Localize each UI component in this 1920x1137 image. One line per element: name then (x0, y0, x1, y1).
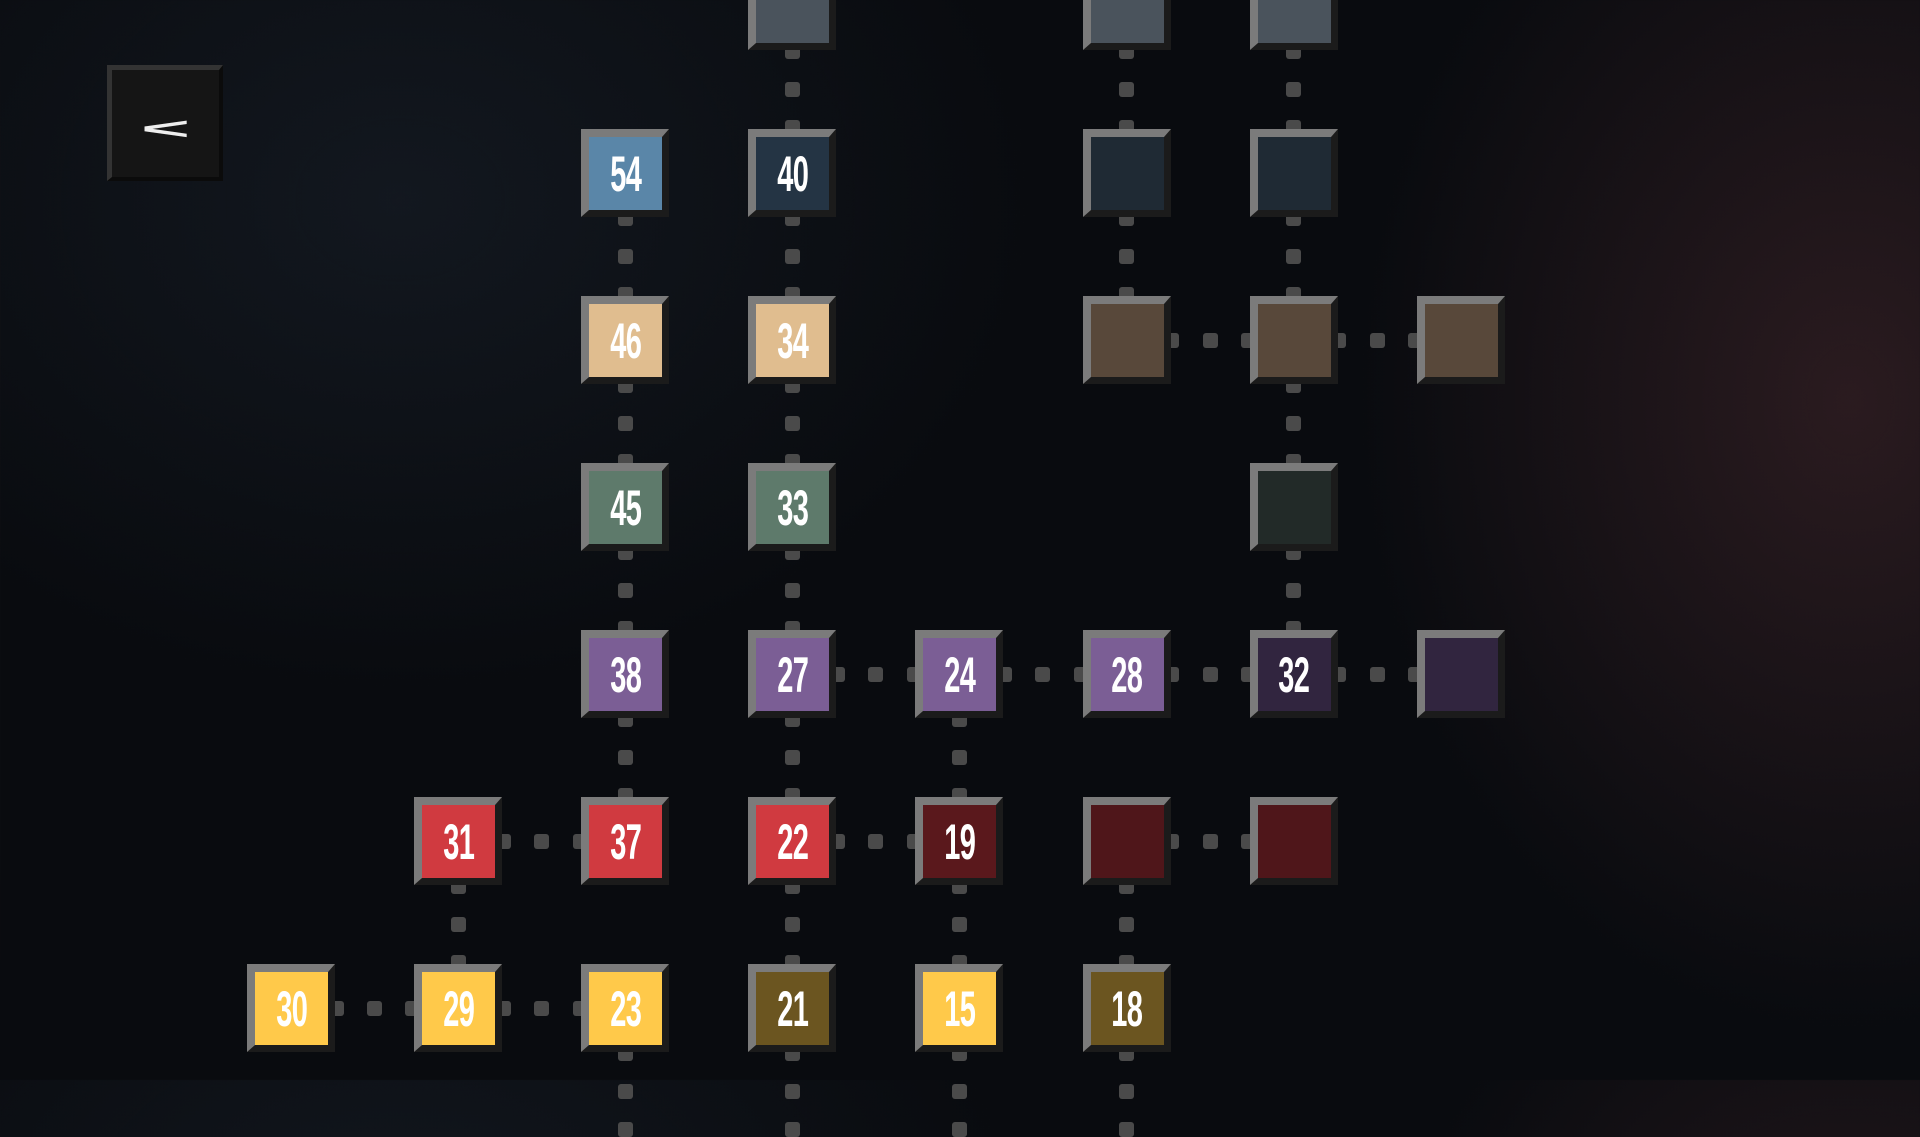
level-tile[interactable]: 24 (915, 630, 1004, 718)
locked-level-tile[interactable] (1416, 296, 1505, 384)
level-tile[interactable]: 45 (581, 463, 670, 551)
level-tile[interactable]: 37 (581, 797, 670, 885)
path-connector-dot (1119, 249, 1134, 264)
path-connector-dot (1286, 416, 1302, 431)
level-tile[interactable]: 29 (414, 964, 503, 1052)
level-tile[interactable]: 46 (581, 296, 670, 384)
level-tile[interactable]: 21 (748, 964, 837, 1052)
locked-level-tile[interactable] (1249, 797, 1338, 885)
level-number: 54 (610, 145, 642, 202)
level-number: 30 (275, 980, 308, 1037)
path-connector-dot (951, 1122, 967, 1137)
path-connector-dot (1286, 82, 1302, 97)
level-number: 21 (777, 980, 809, 1037)
locked-level-tile[interactable] (1416, 630, 1505, 718)
locked-level-tile[interactable] (1082, 296, 1171, 384)
level-tile[interactable]: 33 (748, 463, 837, 551)
path-connector-dot (617, 1084, 633, 1099)
path-connector-dot (1286, 583, 1302, 598)
locked-level-tile[interactable] (1249, 296, 1338, 384)
locked-level-tile[interactable] (1082, 0, 1171, 50)
locked-level-tile[interactable] (1082, 129, 1171, 217)
path-connector-dot (1202, 666, 1218, 682)
level-tile[interactable]: 40 (748, 129, 837, 217)
path-connector-dot (784, 1122, 800, 1137)
path-connector-dot (868, 833, 884, 849)
level-tile[interactable]: 18 (1082, 964, 1171, 1052)
level-number: 38 (610, 646, 642, 703)
level-tile[interactable]: 19 (915, 797, 1004, 885)
path-connector-dot (868, 666, 884, 682)
level-number: 15 (944, 980, 976, 1037)
path-connector-dot (951, 917, 967, 932)
level-number: 22 (777, 813, 809, 870)
level-number: 23 (610, 980, 642, 1037)
level-number: 18 (1111, 980, 1143, 1037)
level-tile[interactable]: 32 (1249, 630, 1338, 718)
back-arrow-icon: < (140, 111, 191, 146)
level-tile[interactable]: 22 (748, 797, 837, 885)
path-connector-dot (951, 750, 967, 765)
path-connector-dot (1286, 249, 1302, 264)
level-tile[interactable]: 54 (581, 129, 670, 217)
level-tile[interactable]: 15 (915, 964, 1004, 1052)
level-tile[interactable]: 27 (748, 630, 837, 718)
level-number: 32 (1278, 646, 1311, 703)
locked-level-tile[interactable] (1249, 0, 1338, 50)
level-tile[interactable]: 31 (414, 797, 503, 885)
path-connector-dot (784, 917, 800, 932)
level-number: 27 (777, 646, 809, 703)
path-connector-dot (784, 82, 800, 97)
level-number: 31 (443, 813, 475, 870)
path-connector-dot (617, 1122, 633, 1137)
path-connector-dot (1119, 1084, 1134, 1099)
level-number: 34 (777, 312, 809, 369)
path-connector-dot (1119, 82, 1134, 97)
level-tile[interactable]: 28 (1082, 630, 1171, 718)
back-button[interactable]: < (107, 65, 223, 181)
path-connector-dot (784, 416, 800, 431)
path-connector-dot (951, 1084, 967, 1099)
level-tile[interactable]: 30 (247, 964, 335, 1052)
level-number: 46 (610, 312, 642, 369)
path-connector-dot (367, 1000, 383, 1016)
locked-level-tile[interactable] (1082, 797, 1171, 885)
path-connector-dot (1119, 1122, 1134, 1137)
path-connector-dot (617, 249, 633, 264)
path-connector-dot (450, 917, 466, 932)
path-connector-dot (1202, 332, 1218, 348)
level-tile[interactable]: 38 (581, 630, 670, 718)
locked-level-tile[interactable] (1249, 129, 1338, 217)
level-number: 28 (1111, 646, 1143, 703)
path-connector-dot (1119, 917, 1134, 932)
level-number: 24 (944, 646, 976, 703)
path-connector-dot (534, 833, 550, 849)
path-connector-dot (784, 1084, 800, 1099)
locked-level-tile[interactable] (1249, 463, 1338, 551)
level-tile[interactable]: 23 (581, 964, 670, 1052)
level-number: 40 (777, 145, 809, 202)
level-number: 37 (610, 813, 642, 870)
path-connector-dot (1369, 666, 1385, 682)
path-connector-dot (784, 583, 800, 598)
path-connector-dot (617, 416, 633, 431)
locked-level-tile[interactable] (748, 0, 837, 50)
level-tile[interactable]: 34 (748, 296, 837, 384)
path-connector-dot (534, 1000, 550, 1016)
level-number: 19 (944, 813, 976, 870)
path-connector-dot (1202, 833, 1218, 849)
path-connector-dot (1369, 332, 1385, 348)
level-number: 45 (610, 479, 642, 536)
level-number: 33 (777, 479, 809, 536)
path-connector-dot (784, 750, 800, 765)
path-connector-dot (617, 750, 633, 765)
path-connector-dot (1035, 666, 1051, 682)
path-connector-dot (617, 583, 633, 598)
path-connector-dot (784, 249, 800, 264)
level-number: 29 (443, 980, 475, 1037)
